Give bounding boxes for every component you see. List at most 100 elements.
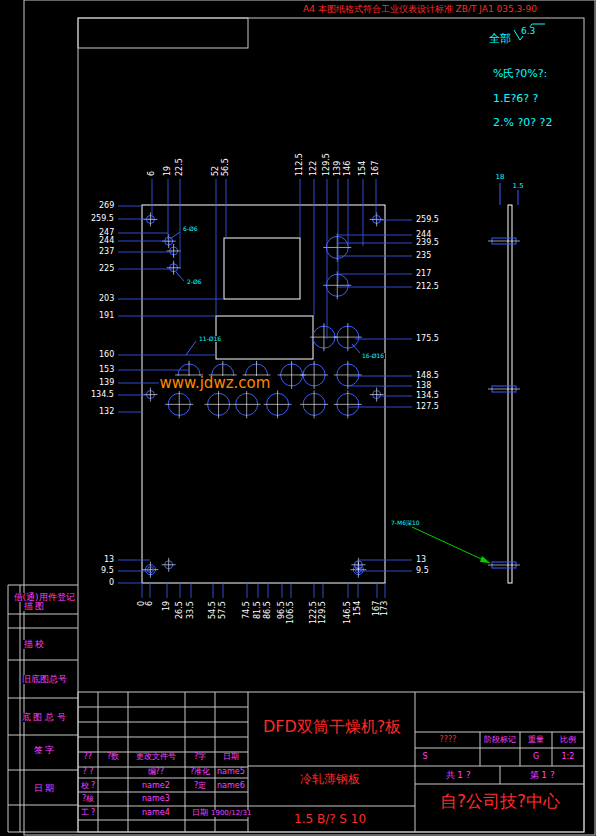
- drawing-label: 旧底图总号: [21, 675, 68, 684]
- leader-line: [352, 344, 360, 353]
- dimension-text: 244: [98, 237, 115, 245]
- centre-mark: [150, 212, 151, 226]
- extension-line: [385, 583, 386, 598]
- dimension-text: 167: [372, 160, 380, 177]
- column-line: [8, 660, 78, 661]
- dimension-text: 9.5: [100, 567, 115, 575]
- dimension-text: 139: [98, 379, 115, 387]
- tapped-hole: [355, 567, 361, 573]
- extension-line: [223, 583, 224, 598]
- extension-line: [118, 206, 142, 207]
- dimension-text: 6: [148, 170, 156, 177]
- extension-line: [377, 583, 378, 598]
- centre-mark: [488, 241, 520, 242]
- drawing-label: 2-Ø6: [186, 279, 203, 285]
- dimension-text: 127.5: [415, 403, 440, 411]
- extension-line: [118, 233, 168, 234]
- table-line: [78, 778, 248, 779]
- table-line: [248, 766, 415, 767]
- extension-line: [314, 179, 315, 316]
- extension-line: [118, 560, 150, 561]
- dimension-text: 175.5: [415, 335, 440, 343]
- column-line: [8, 614, 78, 615]
- extension-line: [167, 583, 168, 598]
- extension-line: [118, 219, 150, 220]
- leader-line: [412, 527, 490, 563]
- drawing-label: 编??: [147, 768, 166, 776]
- extension-line: [338, 235, 412, 236]
- extension-line: [338, 274, 412, 275]
- dimension-text: 237: [98, 248, 115, 256]
- dimension-text: 247: [98, 229, 115, 237]
- dimension-text: 160: [98, 351, 115, 359]
- drawing-label: 6.3: [520, 27, 536, 36]
- extension-line: [268, 583, 269, 598]
- centre-mark: [323, 323, 324, 351]
- extension-line: [152, 179, 153, 219]
- drawing-label: ?字: [193, 753, 207, 761]
- drawing-label: 底 图 总 号: [21, 713, 68, 722]
- extension-line: [180, 583, 181, 598]
- extension-line: [348, 407, 412, 408]
- dimension-text: 13: [415, 556, 427, 564]
- extension-line: [118, 299, 224, 300]
- drawing-label: 1:2: [561, 753, 576, 761]
- centre-mark: [246, 390, 247, 418]
- extension-line: [118, 355, 216, 356]
- extension-line: [226, 179, 227, 238]
- dimension-text: 154: [359, 160, 367, 177]
- drawing-label: %氏?0%?:: [492, 68, 548, 79]
- extension-line: [376, 396, 412, 397]
- dimension-line: [500, 183, 501, 205]
- top-left-box: [78, 18, 248, 48]
- dimension-text: 134.5: [415, 392, 440, 400]
- dimension-text: 81.5: [254, 600, 262, 620]
- extension-line: [376, 179, 377, 219]
- extension-line: [118, 412, 142, 413]
- dimension-text: 225: [98, 265, 115, 273]
- extension-line: [282, 583, 283, 598]
- table-line: [78, 737, 248, 738]
- centre-mark: [347, 361, 348, 389]
- dimension-text: 86.5: [264, 600, 272, 620]
- dimension-text: 259.5: [90, 215, 115, 223]
- dimension-text: 259.5: [415, 216, 440, 224]
- dimension-text: 167: [373, 600, 381, 617]
- drawing-label: name2: [141, 782, 171, 790]
- drawing-label: ? ?: [82, 768, 95, 776]
- dimension-text: 153: [98, 366, 115, 374]
- drawing-label: ??: [83, 753, 94, 761]
- dimension-text: 33.5: [187, 600, 195, 620]
- drawing-label: G: [532, 753, 540, 761]
- drawing-line: [520, 732, 521, 766]
- extension-line: [118, 583, 142, 584]
- table-line: [78, 820, 248, 821]
- side-view-plate: [508, 205, 512, 583]
- table-line: [78, 806, 248, 807]
- extension-line: [363, 179, 364, 246]
- drawing-label: www.jdwz.com: [159, 376, 272, 391]
- drawing-label: 1.E?6? ?: [492, 93, 539, 104]
- centre-mark: [150, 562, 151, 578]
- column-line: [8, 698, 78, 699]
- dimension-text: 13: [103, 556, 115, 564]
- drawing-label: 第 1 ?: [529, 771, 556, 780]
- centre-mark: [173, 244, 174, 258]
- centre-mark: [168, 558, 169, 572]
- drawing-label: 描 校: [23, 640, 46, 649]
- extension-line: [300, 179, 301, 238]
- drawing-line: [8, 585, 9, 832]
- leader-line: [176, 272, 184, 281]
- extension-line: [348, 386, 412, 387]
- extension-line: [258, 583, 259, 598]
- dimension-text: 57.5: [219, 600, 227, 620]
- dimension-text: 239.5: [415, 239, 440, 247]
- extension-line: [150, 583, 151, 598]
- inner-frame: [78, 18, 584, 832]
- dimension-text: 0: [138, 600, 146, 607]
- drawing-label: 16-Ø16: [361, 353, 385, 359]
- centre-mark: [277, 390, 278, 418]
- dimension-text: 139: [334, 160, 342, 177]
- drawing-label: 工 ?: [80, 809, 97, 817]
- extension-line: [191, 583, 192, 598]
